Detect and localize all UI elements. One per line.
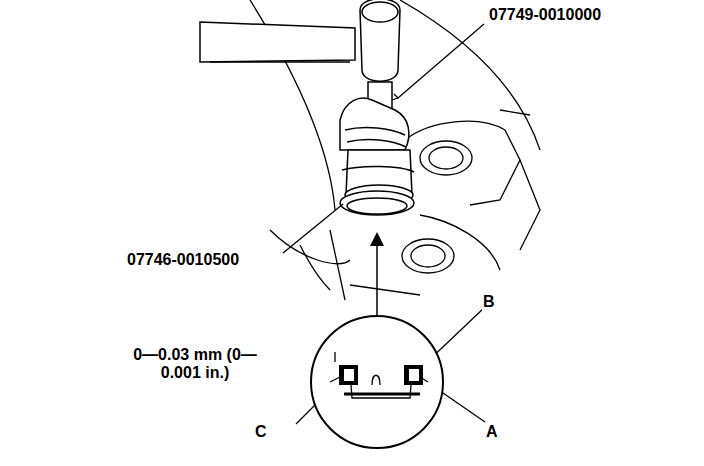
part-number: 07746-0010500 (126, 251, 240, 269)
callout-letter: B (482, 293, 496, 311)
part-number: 07749-0010000 (488, 6, 602, 24)
driver-handle (340, 82, 409, 150)
callout-letter: A (485, 423, 499, 441)
direction-arrow (370, 232, 384, 316)
dimension: 0—0.03 mm (0—0.001 in.) (130, 346, 260, 382)
detail-circle (311, 316, 443, 448)
attachment (340, 150, 414, 215)
hammer (200, 0, 400, 81)
callout-letter: C (254, 423, 268, 441)
